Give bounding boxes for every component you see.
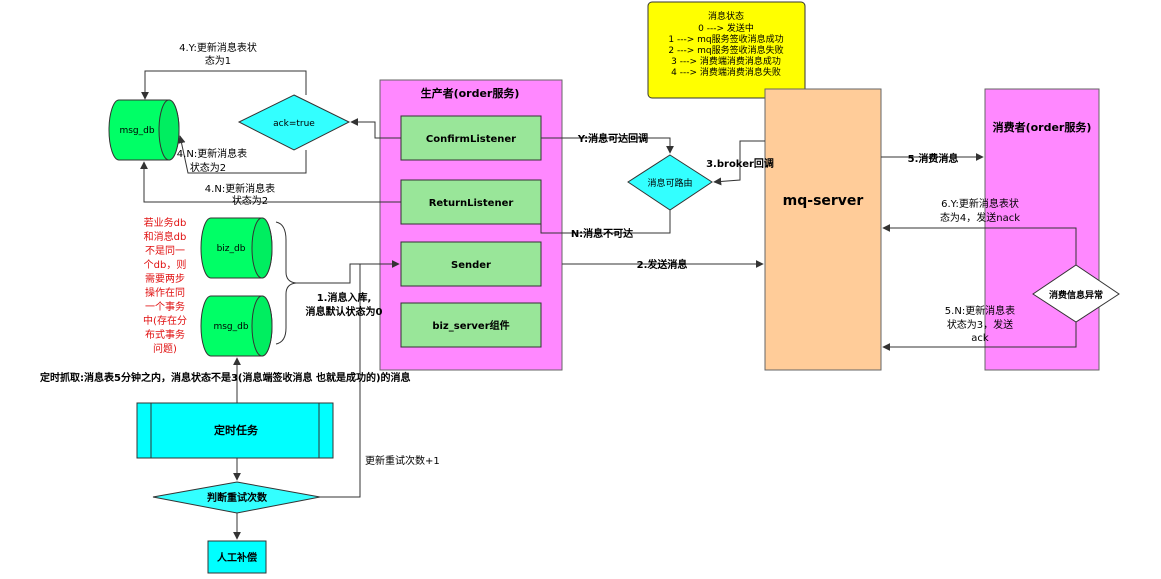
connectors <box>140 70 1077 540</box>
label-y-update: 4.Y:更新消息表状 <box>179 41 257 54</box>
label-consumer-n: 5.N:更新消息表 <box>945 304 1015 317</box>
route-diamond-label: 消息可路由 <box>647 177 692 189</box>
status-note-line: 3 ---> 消费端消费消息成功 <box>671 55 781 67</box>
label-n-update-a-2: 状态为2 <box>190 161 226 174</box>
red-note-line: 个db，则 <box>144 258 187 271</box>
msg-db-bottom-label: msg_db <box>213 322 248 332</box>
timer-task-box: 定时任务 <box>136 402 334 459</box>
manual-label: 人工补偿 <box>217 551 257 564</box>
biz-server-box: biz_server组件 <box>400 302 542 348</box>
red-note-line: 一个事务 <box>145 300 185 313</box>
label-consumer-n-3: ack <box>971 333 989 344</box>
msg-db-top-label: msg_db <box>119 126 154 136</box>
red-note: 若业务db 和消息db 不是同一 个db，则 需要两步 操作在同 一个事务 中(… <box>143 216 187 355</box>
route-diamond: 消息可路由 <box>627 154 713 211</box>
sender-box: Sender <box>400 241 542 287</box>
red-note-line: 和消息db <box>144 230 187 243</box>
sender-label: Sender <box>451 260 491 271</box>
label-n-update-a: 4.N:更新消息表 <box>177 147 247 160</box>
status-note: 消息状态 0 ---> 发送中 1 ---> mq服务签收消息成功 2 --->… <box>647 1 806 99</box>
status-note-line: 4 ---> 消费端消费消息失败 <box>671 66 781 78</box>
consumer-container: 消费者(order服务) <box>984 88 1100 371</box>
mq-server-label: mq-server <box>783 193 864 209</box>
msg-db-top-cylinder: msg_db <box>108 99 180 161</box>
label-broker-callback: 3.broker回调 <box>706 157 774 170</box>
label-consumer-n-2: 状态为3，发送 <box>947 318 1013 331</box>
status-note-line: 2 ---> mq服务签收消息失败 <box>668 44 783 56</box>
red-note-line: 操作在同 <box>145 286 185 299</box>
edge-labels: 4.Y:更新消息表状 态为1 4.N:更新消息表 状态为2 4.N:更新消息表 … <box>40 41 1020 467</box>
ack-diamond-label: ack=true <box>273 119 315 129</box>
label-y-update-2: 态为1 <box>205 54 231 67</box>
red-note-line: 布式事务 <box>145 328 185 341</box>
biz-db-label: biz_db <box>217 244 246 254</box>
producer-title: 生产者(order服务) <box>421 86 520 100</box>
label-consume-msg: 5.消费消息 <box>908 152 959 165</box>
ack-diamond: ack=true <box>237 94 351 151</box>
return-listener-box: ReturnListener <box>400 179 542 225</box>
consume-diamond-label: 消费信息异常 <box>1049 289 1103 301</box>
confirm-listener-box: ConfirmListener <box>400 115 542 161</box>
label-retry-update: 更新重试次数+1 <box>365 454 440 467</box>
label-store-2: 消息默认状态为0 <box>306 305 383 318</box>
red-note-line: 需要两步 <box>145 273 185 285</box>
red-note-line: 问题) <box>153 342 177 355</box>
biz-db-cylinder: biz_db <box>200 217 273 279</box>
consumer-title: 消费者(order服务) <box>993 120 1092 134</box>
red-note-line: 不是同一 <box>145 245 185 257</box>
label-y-reachable: Y:消息可达回调 <box>577 132 648 145</box>
status-note-line: 1 ---> mq服务签收消息成功 <box>668 33 783 45</box>
label-n-update-b-2: 状态为2 <box>232 194 268 207</box>
brace <box>275 221 297 345</box>
confirm-listener-label: ConfirmListener <box>426 134 516 145</box>
label-n-update-b: 4.N:更新消息表 <box>205 182 275 195</box>
label-store: 1.消息入库, <box>317 291 372 304</box>
red-note-line: 中(存在分 <box>143 314 187 327</box>
return-listener-label: ReturnListener <box>429 198 514 209</box>
label-consumer-y: 6.Y:更新消息表状 <box>941 197 1019 210</box>
retry-diamond-label: 判断重试次数 <box>207 491 268 504</box>
status-note-title: 消息状态 <box>708 10 744 22</box>
status-note-line: 0 ---> 发送中 <box>698 22 754 34</box>
label-consumer-y-2: 态为4，发送nack <box>940 211 1020 224</box>
manual-compensation-box: 人工补偿 <box>207 540 267 574</box>
mq-server-box: mq-server <box>764 88 882 371</box>
retry-diamond: 判断重试次数 <box>152 481 321 514</box>
label-send-msg: 2.发送消息 <box>637 258 688 271</box>
label-n-unreachable: N:消息不可达 <box>571 227 633 240</box>
msg-db-bottom-cylinder: msg_db <box>200 295 273 357</box>
biz-server-label: biz_server组件 <box>432 319 509 332</box>
red-note-line: 若业务db <box>144 216 187 229</box>
timer-task-label: 定时任务 <box>214 423 259 437</box>
label-timer-scan: 定时抓取:消息表5分钟之内，消息状态不是3(消息端签收消息 也就是成功的)的消息 <box>40 371 411 384</box>
